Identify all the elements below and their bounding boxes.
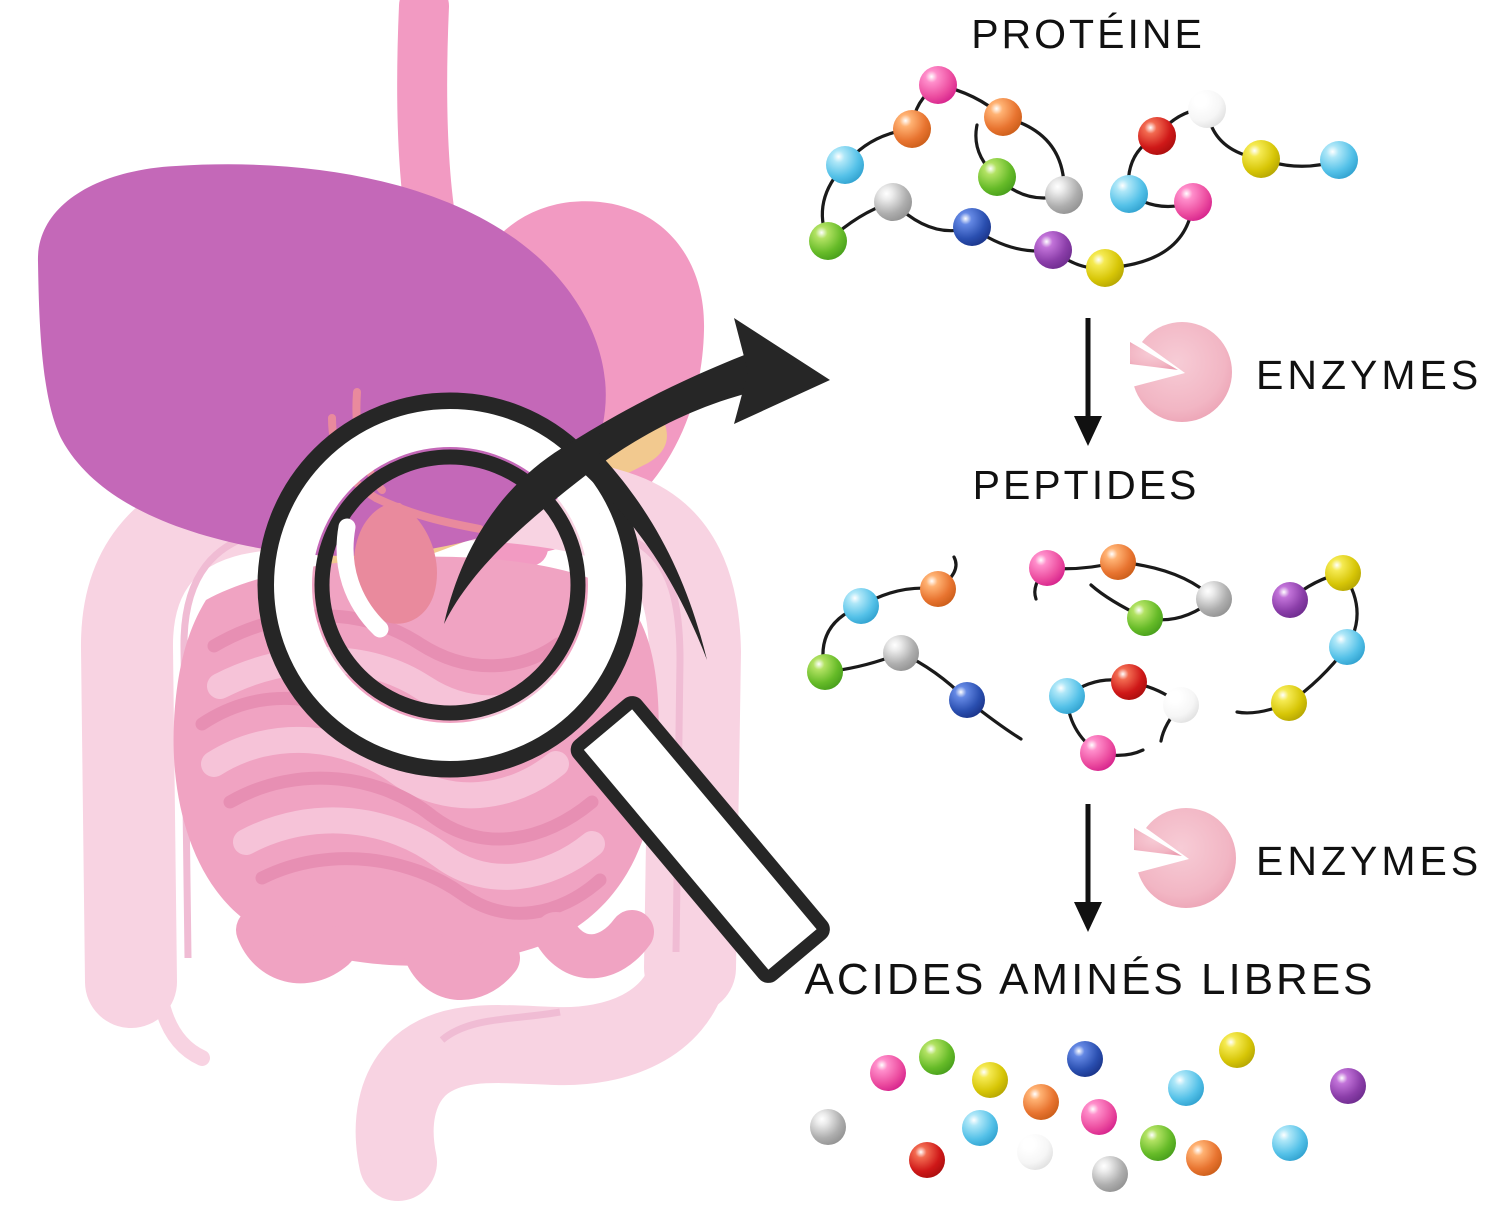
chain-link: [1096, 748, 1145, 757]
chain-link: [1116, 560, 1216, 601]
chain-link: [1159, 703, 1183, 743]
chain-link: [1143, 597, 1216, 622]
magnifier-inner-ring: [314, 449, 586, 721]
chain-link: [1103, 200, 1195, 270]
chain-link: [936, 83, 1005, 119]
chain-link: [823, 651, 903, 674]
chain-link: [974, 123, 999, 179]
chain-link: [1259, 157, 1341, 168]
chain-link: [1126, 134, 1159, 196]
chain-link: [1287, 645, 1349, 705]
magnifier-white-ring: [274, 409, 626, 761]
chain-link: [936, 555, 958, 591]
chain-link: [1089, 583, 1147, 620]
down-arrow-icon: [1074, 804, 1102, 932]
chain-link: [843, 127, 914, 167]
enzyme-pacman-icon: [1132, 808, 1236, 908]
zoom-arrow: [444, 318, 830, 660]
chain-link: [1288, 571, 1345, 602]
down-arrow-icon: [1074, 318, 1102, 446]
sigmoid-colon-shape: [355, 929, 729, 1201]
chain-link: [891, 200, 974, 233]
chain-link: [1051, 248, 1107, 270]
magnifier-handle: [570, 696, 830, 983]
chain-link: [965, 698, 1023, 741]
gallbladder-shape: [353, 502, 437, 624]
intestine-loops: [236, 908, 654, 1000]
peptides-stage-title: PEPTIDES: [972, 462, 1200, 508]
chain-link: [1045, 560, 1120, 571]
chain-link: [1155, 107, 1209, 138]
magnifier-outer-ring: [257, 392, 643, 778]
chain-link: [826, 200, 895, 243]
enzyme-pacman-icon: [1128, 322, 1232, 422]
chain-link: [899, 651, 969, 702]
chain-link: [1001, 115, 1066, 197]
chain-link: [1065, 678, 1131, 698]
free-amino-acids-stage-title: ACIDES AMINÉS LIBRES: [804, 955, 1376, 1004]
chain-link: [1341, 571, 1359, 649]
protein-stage-title: PROTÉINE: [971, 11, 1205, 57]
digestive-system-illustration: [37, 0, 830, 1201]
enzyme-label: ENZYMES: [1256, 352, 1483, 398]
chain-link: [1127, 680, 1183, 707]
colon-shading-line: [634, 538, 684, 953]
chain-link: [910, 83, 940, 131]
rectum-shape: [372, 1128, 403, 1196]
chain-link: [995, 175, 1066, 200]
chain-link: [859, 586, 940, 608]
chain-link: [1033, 566, 1049, 601]
enzyme-label: ENZYMES: [1256, 838, 1483, 884]
colon-shading-line: [439, 1008, 561, 1043]
chain-link: [821, 604, 863, 674]
chain-link: [1235, 701, 1291, 715]
chain-link: [1127, 192, 1195, 209]
lens-highlight: [336, 518, 389, 638]
chain-link: [1205, 107, 1263, 161]
chain-link: [970, 225, 1055, 253]
appendix-shape: [152, 988, 210, 1066]
chain-link: [1065, 694, 1100, 755]
